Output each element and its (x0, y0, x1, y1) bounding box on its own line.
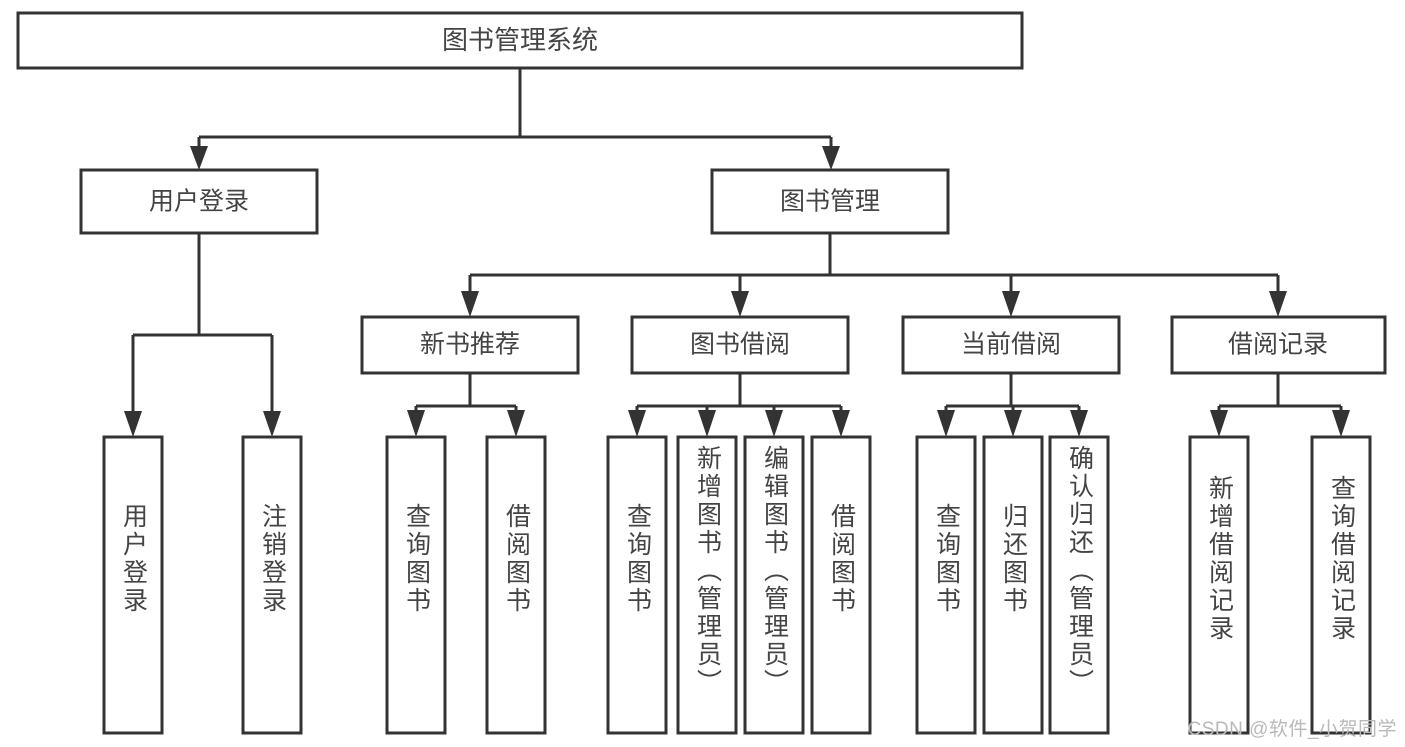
node-user-login-label: 用户登录 (149, 188, 249, 216)
node-user-login-box[interactable] (79, 168, 319, 235)
arrow-head-icon (628, 410, 646, 437)
node-book-borrow-label: 图书借阅 (690, 331, 790, 359)
watermark-text: CSDN @软件_小贺同学 (1187, 719, 1397, 740)
arrow-head-icon (1002, 291, 1020, 317)
node-borrow-record[interactable]: 借阅记录 (1170, 315, 1387, 375)
connector-group-book-borrow (628, 373, 850, 437)
connector-group-current-borrow (937, 373, 1088, 437)
arrow-head-icon (1070, 410, 1088, 437)
leaf-box-edit-book-admin[interactable] (743, 435, 805, 735)
connector-group-new-book-recommend (407, 373, 525, 437)
node-root-box[interactable] (16, 11, 1024, 70)
leaf-box-borrow-book[interactable] (810, 435, 872, 735)
node-root[interactable]: 图书管理系统 (16, 11, 1024, 70)
leaf-box-user-login[interactable] (102, 435, 164, 735)
arrow-head-icon (1210, 410, 1228, 437)
node-user-login[interactable]: 用户登录 (79, 168, 319, 235)
arrow-head-icon (263, 411, 281, 437)
node-current-borrow-label: 当前借阅 (961, 331, 1061, 359)
leaf-box-logout[interactable] (241, 435, 303, 735)
node-new-book-recommend-box[interactable] (360, 315, 580, 375)
connector-group-book-manage (461, 233, 1287, 317)
leaf-box-add-book-admin[interactable] (676, 435, 738, 735)
arrow-head-icon (1004, 410, 1022, 437)
node-root-label: 图书管理系统 (442, 25, 598, 55)
connector-group-user-login (124, 233, 281, 437)
arrow-head-icon (461, 291, 479, 317)
leaf-box-return-book[interactable] (982, 435, 1044, 735)
node-book-manage[interactable]: 图书管理 (710, 168, 950, 235)
arrow-head-icon (407, 410, 425, 437)
arrow-head-icon (1269, 291, 1287, 317)
node-current-borrow-box[interactable] (901, 315, 1121, 375)
arrow-head-icon (822, 146, 840, 170)
node-book-manage-label: 图书管理 (780, 188, 880, 216)
connector-group-borrow-record (1210, 373, 1350, 437)
leaf-box-query-borrow-record[interactable] (1310, 435, 1372, 735)
leaf-node-group (102, 435, 1372, 735)
leaf-box-confirm-return-admin[interactable] (1048, 435, 1110, 735)
leaf-box-query-book-current[interactable] (915, 435, 977, 735)
leaf-box-query-book-newbook[interactable] (385, 435, 447, 735)
arrow-head-icon (937, 410, 955, 437)
leaf-box-query-book-borrow[interactable] (606, 435, 668, 735)
node-current-borrow[interactable]: 当前借阅 (901, 315, 1121, 375)
arrow-head-icon (507, 410, 525, 437)
arrow-head-icon (731, 291, 749, 317)
arrow-head-icon (765, 410, 783, 437)
leaf-box-borrow-book-newbook[interactable] (485, 435, 547, 735)
connector-group-root (190, 68, 840, 170)
arrow-head-icon (1332, 410, 1350, 437)
node-book-borrow[interactable]: 图书借阅 (630, 315, 850, 375)
node-book-borrow-box[interactable] (630, 315, 850, 375)
arrow-head-icon (190, 146, 208, 170)
node-new-book-recommend[interactable]: 新书推荐 (360, 315, 580, 375)
node-borrow-record-box[interactable] (1170, 315, 1387, 375)
node-borrow-record-label: 借阅记录 (1228, 331, 1328, 359)
arrow-head-icon (698, 410, 716, 437)
arrow-head-icon (832, 410, 850, 437)
leaf-box-add-borrow-record[interactable] (1188, 435, 1250, 735)
arrow-head-icon (124, 411, 142, 437)
node-new-book-recommend-label: 新书推荐 (420, 331, 520, 359)
node-book-manage-box[interactable] (710, 168, 950, 235)
